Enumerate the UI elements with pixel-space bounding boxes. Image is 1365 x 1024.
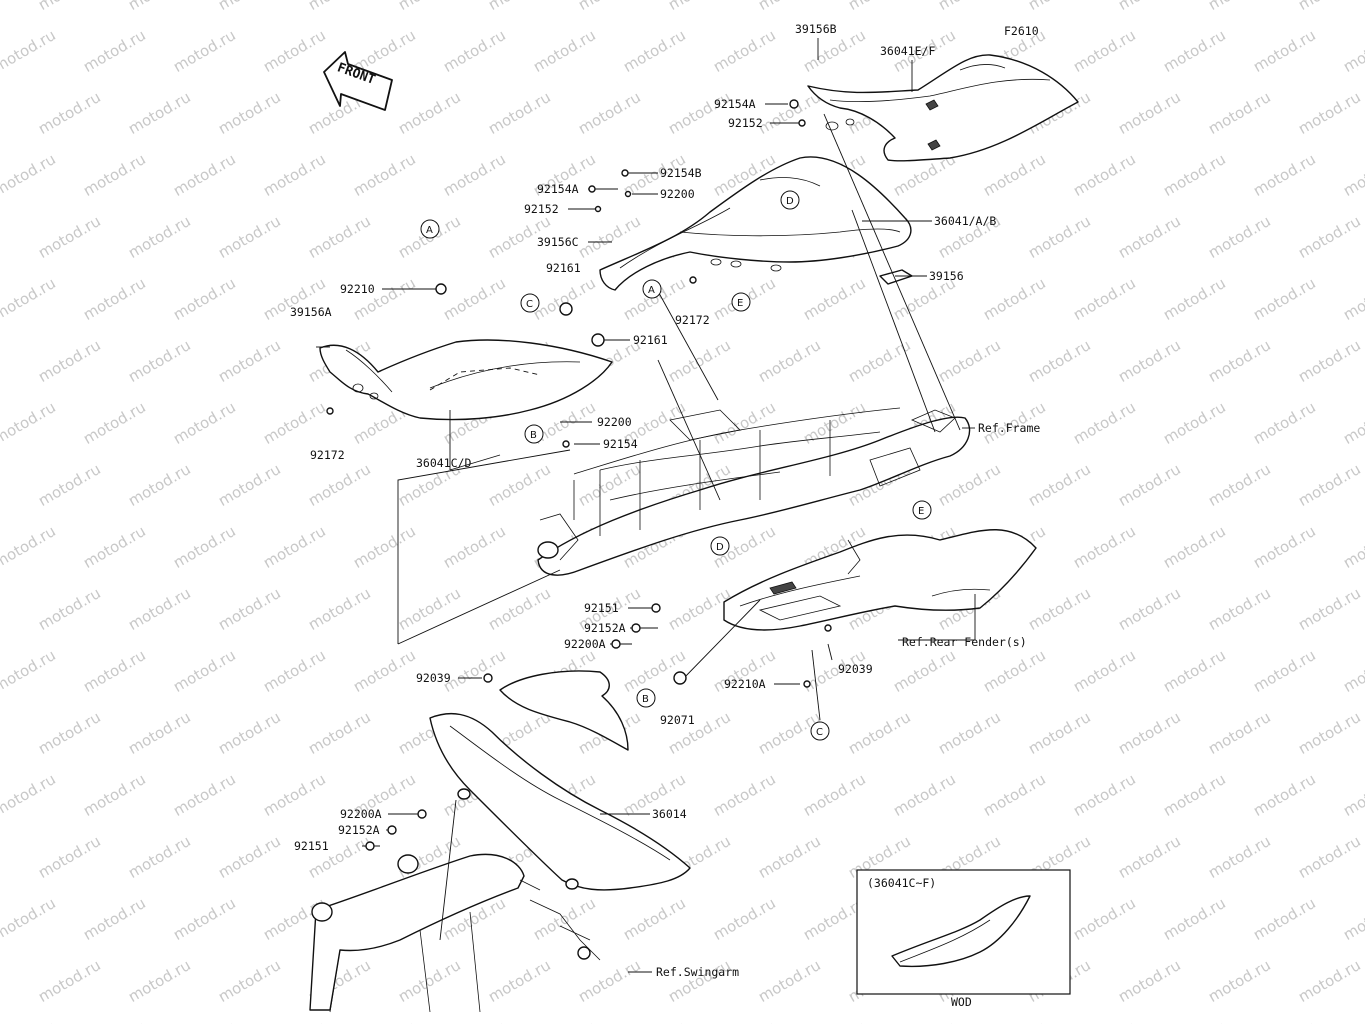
rear-fender (723, 529, 1037, 631)
label-92154A-top: 92154A (714, 97, 756, 111)
label-92151-a: 92151 (584, 601, 619, 615)
marker-c-upper: C (520, 293, 540, 313)
svg-text:D: D (786, 196, 794, 207)
front-arrow: FRONT (323, 51, 393, 111)
marker-b-lower: B (636, 688, 656, 708)
label-36014: 36014 (652, 807, 687, 821)
svg-text:C: C (526, 299, 533, 310)
label-92152A-a: 92152A (584, 621, 626, 635)
label-92200A-a: 92200A (564, 637, 606, 651)
label-92152A-b: 92152A (338, 823, 380, 837)
marker-e-lower: E (912, 500, 932, 520)
svg-text:E: E (918, 506, 924, 517)
svg-text:A: A (426, 225, 433, 236)
label-39156: 39156 (929, 269, 964, 283)
svg-text:D: D (716, 542, 724, 553)
marker-a-left: A (420, 219, 440, 239)
leader-lines (316, 38, 976, 973)
label-92172-r: 92172 (675, 313, 710, 327)
label-36041CD: 36041C/D (416, 456, 471, 470)
marker-c-lower: C (810, 721, 830, 741)
label-ref-frame: Ref.Frame (978, 421, 1040, 435)
label-92200-low: 92200 (597, 415, 632, 429)
circle-markers: A A B B C C D D E E (420, 190, 932, 741)
label-ref-rear-fender: Ref.Rear Fender(s) (902, 635, 1027, 649)
label-92152-top: 92152 (728, 116, 763, 130)
label-92039-l: 92039 (416, 671, 451, 685)
hardware (326, 99, 832, 960)
label-92039-r: 92039 (838, 662, 873, 676)
svg-text:B: B (530, 430, 537, 441)
figure-code: F2610 (1004, 24, 1039, 38)
label-39156A: 39156A (290, 305, 332, 319)
label-92172-l: 92172 (310, 448, 345, 462)
label-92151-b: 92151 (294, 839, 329, 853)
label-92071: 92071 (660, 713, 695, 727)
marker-b-upper: B (524, 424, 544, 444)
svg-text:E: E (737, 298, 743, 309)
inset-box: (36041C~F) WOD (856, 869, 1071, 1009)
svg-text:B: B (642, 694, 649, 705)
label-36041EF: 36041E/F (880, 44, 935, 58)
frame (537, 407, 971, 576)
side-cover-lower (319, 339, 613, 421)
label-92161-a: 92161 (546, 261, 581, 275)
label-36041AB: 36041/A/B (934, 214, 996, 228)
label-92154B: 92154B (660, 166, 702, 180)
marker-a-right: A (642, 279, 662, 299)
tail-cowl-upper (807, 54, 1079, 162)
svg-text:C: C (816, 727, 823, 738)
svg-text:A: A (648, 285, 655, 296)
label-39156B: 39156B (795, 22, 837, 36)
label-92154A-mid: 92154A (537, 182, 579, 196)
marker-d-upper: D (780, 190, 800, 210)
label-92152-mid: 92152 (524, 202, 559, 216)
label-ref-swingarm: Ref.Swingarm (656, 965, 739, 979)
marker-d-lower: D (710, 536, 730, 556)
chain-guard (429, 670, 691, 891)
part-labels: 39156B 36041E/F 92154A 92152 92154B 9215… (290, 22, 1040, 979)
label-92154: 92154 (603, 437, 638, 451)
label-39156C: 39156C (537, 235, 579, 249)
label-92210: 92210 (340, 282, 375, 296)
inset-title: (36041C~F) (867, 876, 936, 890)
swingarm (309, 853, 601, 1013)
inset-caption: WOD (951, 995, 972, 1009)
label-92161-b: 92161 (633, 333, 668, 347)
label-92200A-b: 92200A (340, 807, 382, 821)
marker-e-upper: E (731, 292, 751, 312)
side-cover-upper (599, 156, 913, 291)
label-92200-mid: 92200 (660, 187, 695, 201)
label-92210A: 92210A (724, 677, 766, 691)
